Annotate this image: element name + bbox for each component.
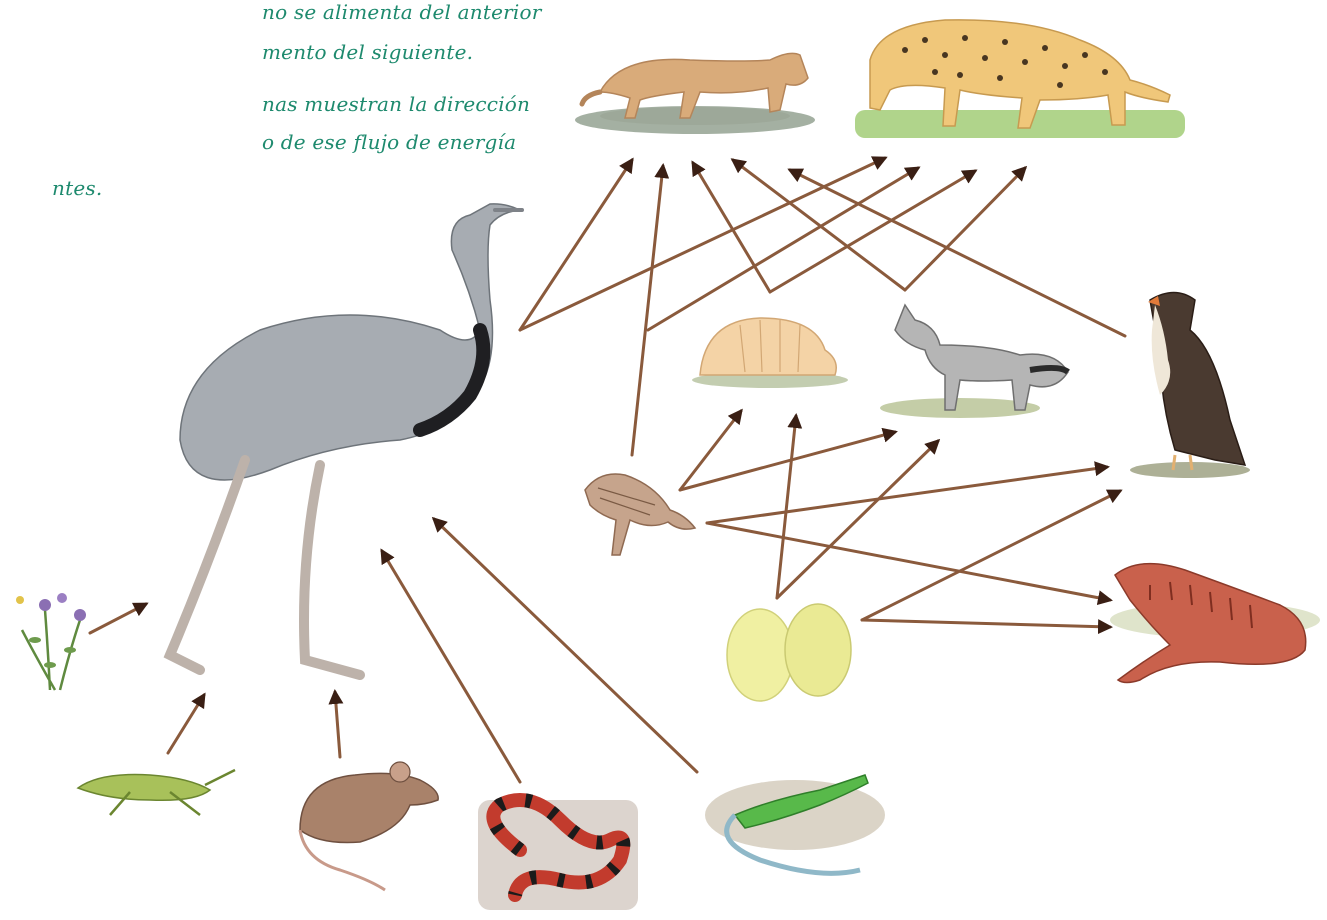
arrow-eggs-caracara (862, 491, 1120, 620)
arrow-plant-rhea (90, 604, 146, 633)
arrow-eggs-armadillo (777, 416, 796, 598)
arrow-armadillo-puma (693, 163, 770, 292)
grasshopper-icon (78, 770, 235, 815)
arrow-grasshopper-rhea (168, 695, 204, 753)
tegu-lizard-icon (1110, 564, 1320, 683)
arrow-chick-fox (680, 432, 895, 490)
arrow-caracara-puma (790, 170, 1125, 336)
caracara-icon (1130, 293, 1250, 479)
alfalfa-plant-icon (16, 593, 86, 690)
puma-icon (575, 53, 815, 134)
arrow-lizard-rhea (434, 519, 697, 772)
arrow-fox-jaguar (905, 168, 1025, 290)
jaguar-icon (855, 20, 1185, 138)
rhea-chick-icon (585, 474, 695, 555)
arrow-armadillo-jaguar (770, 171, 975, 292)
eggs-icon (727, 604, 851, 701)
armadillo-icon (692, 318, 848, 388)
mouse-icon (300, 762, 438, 890)
fox-icon (880, 305, 1068, 418)
arrow-chick-puma (632, 166, 663, 455)
coral-snake-icon (478, 800, 638, 910)
arrow-chick-armadillo (680, 411, 741, 490)
arrow-rhea-jaguar (520, 158, 885, 330)
arrow-snake-rhea (382, 551, 520, 782)
arrow-mouse-rhea (335, 692, 340, 757)
green-lizard-icon (705, 775, 885, 873)
rhea-icon (170, 204, 522, 675)
arrow-eggs-tegu (862, 620, 1110, 627)
arrow-chick-tegu (707, 523, 1110, 600)
arrow-chick-caracara (707, 467, 1107, 523)
arrow-eggs-fox (777, 441, 938, 598)
